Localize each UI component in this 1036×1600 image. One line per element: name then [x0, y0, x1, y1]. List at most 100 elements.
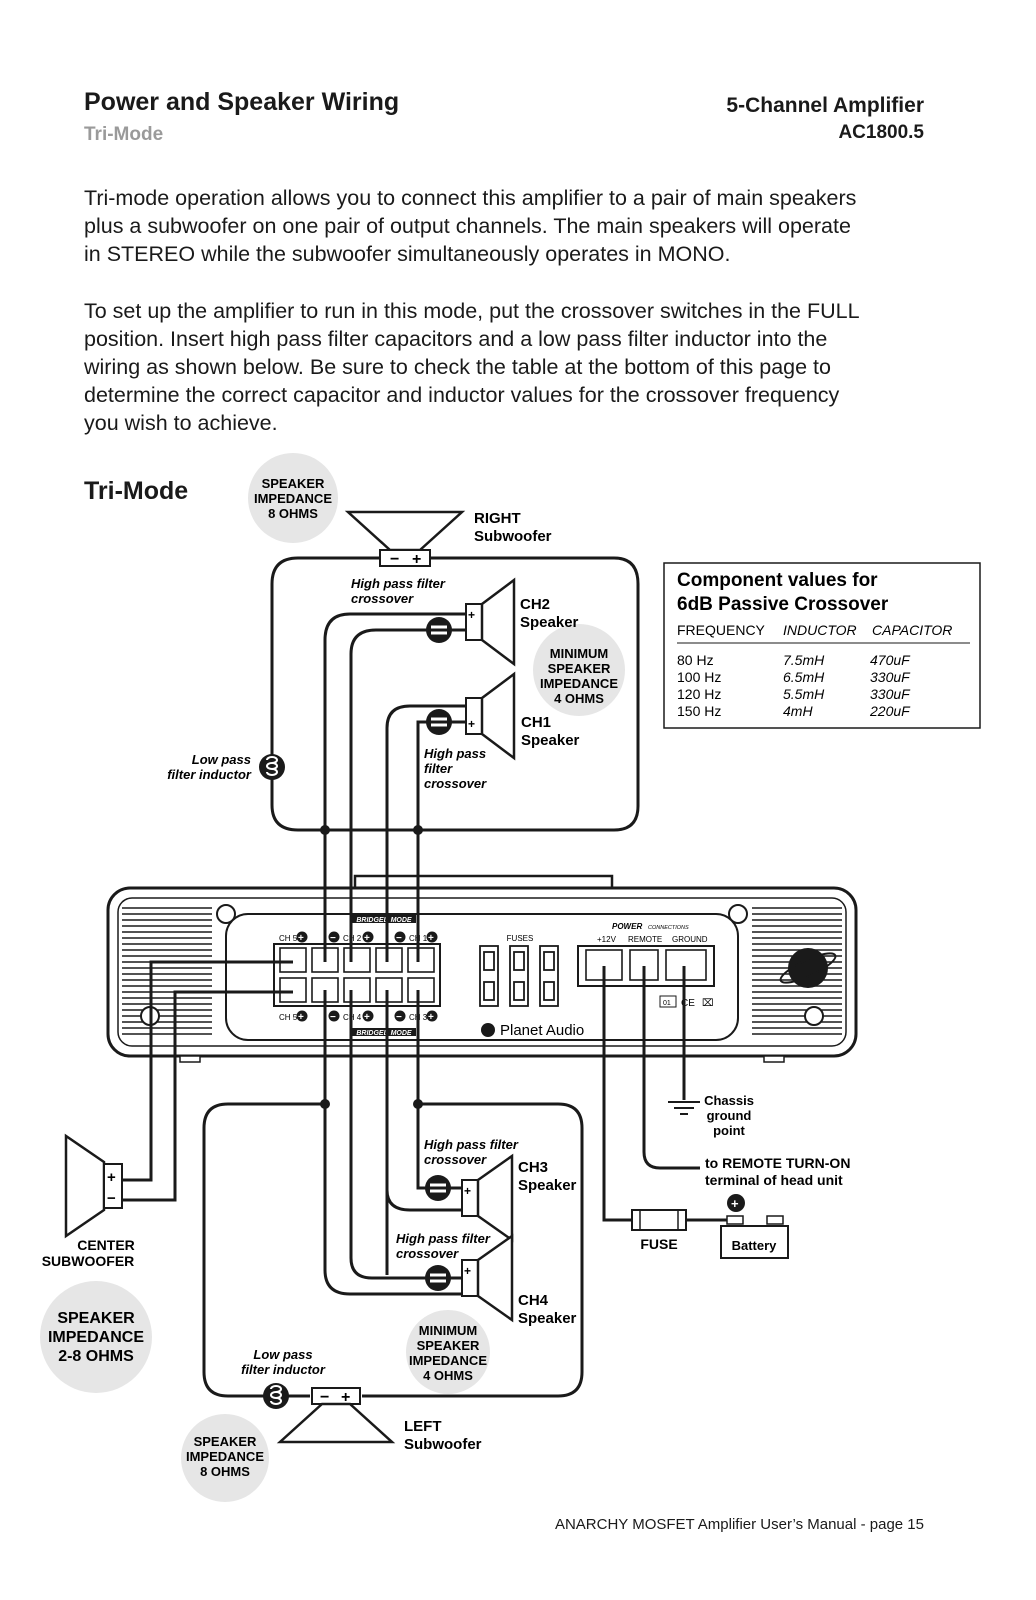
badge-line: 2-8 OHMS [58, 1348, 134, 1365]
badge-line: IMPEDANCE [254, 491, 332, 506]
table-cell: 150 Hz [677, 703, 721, 719]
table-cell: 6.5mH [783, 669, 825, 685]
amp-brand: Planet Audio [500, 1022, 584, 1039]
svg-text:+: + [298, 1012, 304, 1023]
ch4-label: Speaker [518, 1310, 577, 1327]
model-number: AC1800.5 [838, 122, 924, 143]
left-subwoofer: − + LEFT Subwoofer [276, 1387, 482, 1453]
badge-line: IMPEDANCE [540, 676, 618, 691]
amp-fuses-label: FUSES [507, 934, 534, 943]
table-cell: 120 Hz [677, 686, 721, 702]
hp-ch1-label: filter [424, 761, 453, 776]
table-title: Component values for [677, 570, 878, 591]
badge-line: 4 OHMS [554, 691, 604, 706]
svg-text:+: + [298, 933, 304, 944]
svg-text:+: + [731, 1196, 739, 1211]
badge-line: SPEAKER [194, 1434, 257, 1449]
page-subtitle: Tri-Mode [84, 124, 164, 145]
svg-text:+: + [364, 933, 370, 944]
ch4-label: CH4 [518, 1292, 549, 1309]
impedance-badge-ch1-ch2: MINIMUM SPEAKER IMPEDANCE 4 OHMS [533, 624, 625, 716]
chassis-label: point [713, 1123, 745, 1138]
svg-text:−: − [330, 1012, 336, 1023]
hp-ch2-label: crossover [351, 591, 414, 606]
intro-paragraph-1: Tri-mode operation allows you to connect… [84, 184, 944, 268]
ch2-label: Speaker [520, 614, 579, 631]
badge-line: SPEAKER [417, 1338, 480, 1353]
capacitor-icon [425, 1175, 451, 1201]
table-cell: 4mH [783, 703, 813, 719]
right-sub-label: RIGHT [474, 510, 521, 527]
table-header-capacitor: CAPACITOR [872, 622, 952, 638]
table-cell: 80 Hz [677, 652, 714, 668]
text-line: in STEREO while the subwoofer simultaneo… [84, 242, 731, 266]
text-line: determine the correct capacitor and indu… [84, 383, 840, 407]
table-header-frequency: FREQUENCY [677, 622, 766, 638]
lp-top-label: Low pass [192, 752, 251, 767]
table-cell: 7.5mH [783, 652, 825, 668]
left-sub-label: Subwoofer [404, 1436, 482, 1453]
chassis-label: Chassis [704, 1093, 754, 1108]
capacitor-icon [425, 1265, 451, 1291]
svg-text:+: + [428, 1012, 434, 1023]
amp-12v-label: +12V [597, 935, 617, 944]
table-cell: 330uF [870, 669, 911, 685]
svg-text:+: + [364, 1012, 370, 1023]
svg-text:+: + [107, 1169, 116, 1186]
amp-ground-label: GROUND [672, 935, 708, 944]
center-sub-label: CENTER [77, 1237, 135, 1253]
svg-text:−: − [396, 1012, 402, 1023]
badge-line: MINIMUM [550, 646, 609, 661]
svg-text:+: + [464, 1184, 471, 1198]
text-line: plus a subwoofer on one pair of output c… [84, 214, 851, 238]
right-sub-label: Subwoofer [474, 528, 552, 545]
amp-connections-label: CONNECTIONS [648, 925, 689, 931]
left-sub-label: LEFT [404, 1418, 442, 1435]
table-cell: 5.5mH [783, 686, 825, 702]
table-title: 6dB Passive Crossover [677, 594, 889, 615]
amp-mark: 01 [663, 1000, 671, 1007]
badge-line: SPEAKER [57, 1310, 135, 1327]
ch3-label: CH3 [518, 1159, 548, 1176]
component-table: Component values for 6dB Passive Crossov… [663, 562, 981, 729]
table-cell: 100 Hz [677, 669, 721, 685]
amp-remote-label: REMOTE [628, 935, 662, 944]
svg-text:+: + [468, 608, 475, 622]
impedance-badge-left-sub: SPEAKER IMPEDANCE 8 OHMS [181, 1414, 269, 1502]
fuse-label: FUSE [640, 1236, 677, 1252]
hp-ch3-label: High pass filter [424, 1137, 519, 1152]
text-line: position. Insert high pass filter capaci… [84, 327, 828, 351]
battery: + Battery [720, 1194, 789, 1259]
center-subwoofer: + − CENTER SUBWOOFER [42, 1133, 135, 1269]
impedance-badge-right-sub: SPEAKER IMPEDANCE 8 OHMS [248, 453, 338, 543]
badge-line: SPEAKER [262, 476, 325, 491]
hp-ch4-label: High pass filter [396, 1231, 491, 1246]
badge-line: MINIMUM [419, 1323, 478, 1338]
center-sub-label: SUBWOOFER [42, 1253, 135, 1269]
svg-text:−: − [107, 1190, 116, 1207]
amplifier: BRIDGED MODE BRIDGED MODE CH 5 CH 2 CH 1… [106, 874, 858, 1063]
inline-fuse: FUSE [631, 1209, 687, 1252]
inductor-icon [258, 753, 286, 781]
impedance-badge-center-sub: SPEAKER IMPEDANCE 2-8 OHMS [40, 1281, 152, 1393]
amp-power-label: POWER [612, 922, 642, 931]
amp-bridged-label: BRIDGED MODE [356, 917, 412, 924]
hp-ch2-label: High pass filter [351, 576, 446, 591]
amp-ch-label: CH 5 [279, 1013, 298, 1022]
svg-text:−: − [330, 933, 336, 944]
lp-top-label: filter inductor [167, 767, 252, 782]
table-cell: 330uF [870, 686, 911, 702]
amp-bridged-label: BRIDGED MODE [356, 1030, 412, 1037]
product-name: 5-Channel Amplifier [726, 94, 924, 117]
battery-label: Battery [732, 1238, 778, 1253]
chassis-label: ground [707, 1108, 752, 1123]
ch1-label: CH1 [521, 714, 551, 731]
badge-line: 8 OHMS [268, 506, 318, 521]
svg-text:−: − [396, 933, 402, 944]
svg-text:⌧: ⌧ [702, 998, 714, 1009]
text-line: you wish to achieve. [84, 411, 278, 435]
page-title: Power and Speaker Wiring [84, 88, 400, 116]
text-line: To set up the amplifier to run in this m… [84, 299, 860, 323]
svg-text:+: + [468, 717, 475, 731]
